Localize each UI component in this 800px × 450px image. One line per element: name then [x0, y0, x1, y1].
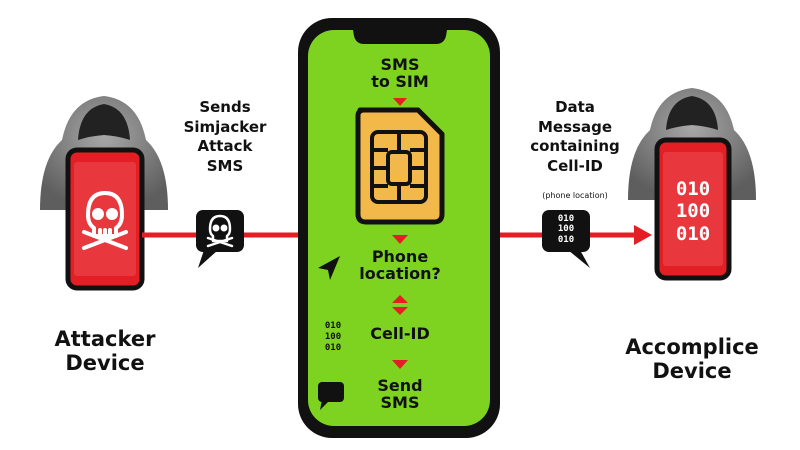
step-arrow-1: [393, 98, 407, 106]
sends-attack-sms-label: Sends Simjacker Attack SMS: [183, 98, 267, 175]
send-sms-label: Send SMS: [377, 376, 423, 412]
speech-bubble-icon: [318, 382, 344, 410]
data-message-bubble: [542, 210, 590, 268]
step-arrow-4: [392, 360, 408, 369]
accomplice-device-label: Accomplice Device: [625, 335, 759, 384]
sms-to-sim-label: SMS to SIM: [371, 55, 429, 91]
target-phone: [298, 18, 500, 438]
phone-notch: [352, 24, 448, 44]
exfil-path-arrowhead: [634, 225, 652, 245]
sim-card-icon: [355, 107, 445, 225]
location-arrow-icon: [318, 256, 340, 280]
accomplice-phone: [654, 137, 732, 281]
bubble-binary-code: 010 100 010: [557, 214, 575, 245]
cell-binary-code: 010 100 010: [324, 321, 342, 353]
accomplice-screen-code: 010 100 010: [675, 178, 711, 245]
data-message-label: Data Message containing Cell-ID: [530, 98, 620, 175]
attacker-device-label: Attacker Device: [54, 327, 156, 376]
phone-location-label: Phone location?: [359, 247, 441, 283]
attacker-phone: [65, 147, 145, 291]
attacker-skull-icon: [82, 191, 128, 250]
phone-location-sublabel: (phone location): [542, 191, 608, 200]
attack-sms-bubble: [196, 210, 244, 268]
bubble-skull-icon: [206, 214, 234, 248]
cell-id-label: Cell-ID: [370, 324, 430, 343]
step-arrow-3: [392, 295, 408, 315]
step-arrow-2: [392, 235, 408, 244]
